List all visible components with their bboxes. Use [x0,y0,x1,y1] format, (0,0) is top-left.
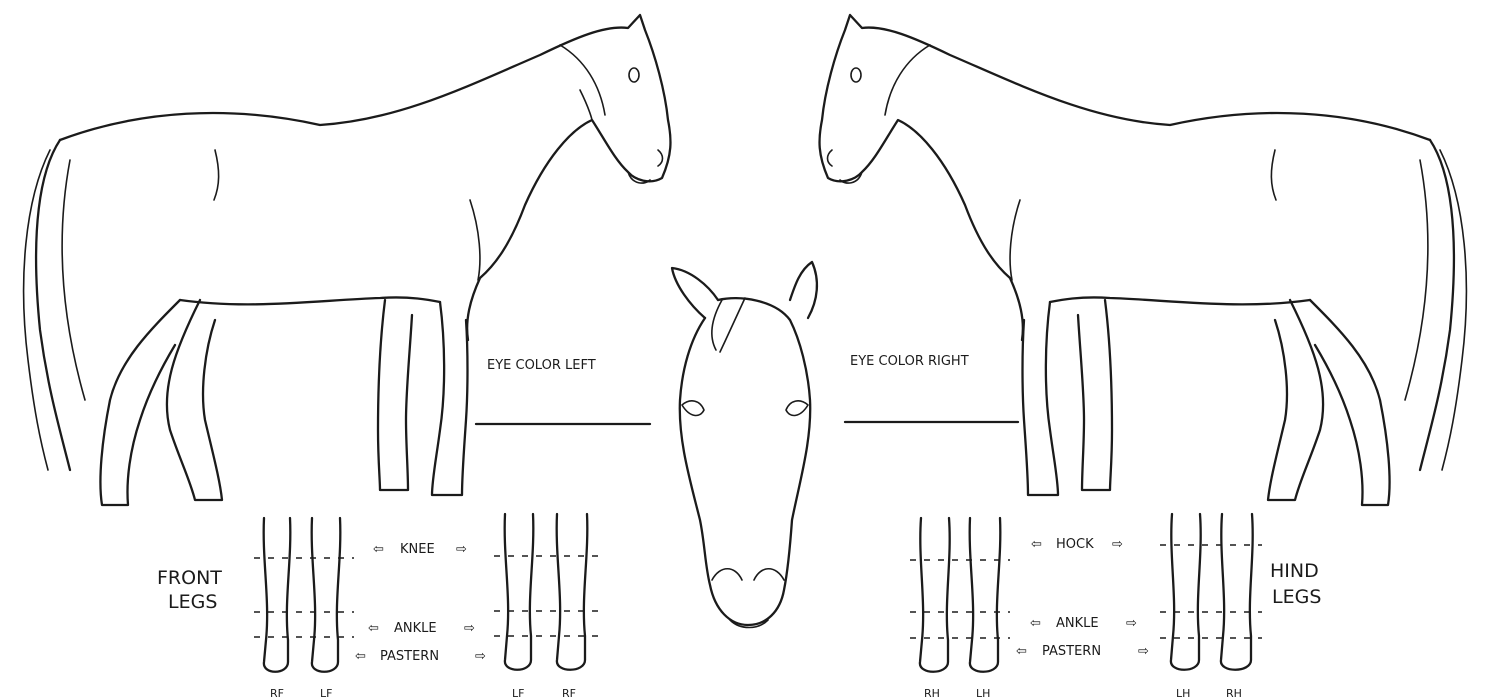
hind-legs-section: HIND LEGS RH LH LH RH ⇦ HOCK ⇨ ⇦ ANKLE ⇨ [910,514,1321,700]
eye-color-right-label: EYE COLOR RIGHT [850,354,969,369]
hind-hock-label: HOCK [1056,537,1094,552]
front-legs-label-line2: LEGS [168,591,217,613]
hind-right-pair-label-1: LH [1176,687,1190,700]
front-leg-pair-right: LF RF [494,514,598,700]
eye-color-left-label: EYE COLOR LEFT [487,358,596,373]
front-pastern-right-arrow: ⇨ [475,649,486,664]
hind-left-pair-label-2: LH [976,687,990,700]
front-knee-left-arrow: ⇦ [373,542,384,557]
hind-leg-pair-right: LH RH [1160,514,1262,700]
front-legs-section: FRONT LEGS RF LF LF RF ⇦ KNEE ⇨ ⇦ ANKLE [157,514,598,700]
hind-pastern-label: PASTERN [1042,644,1101,659]
front-knee-right-arrow: ⇨ [456,542,467,557]
hind-hock-right-arrow: ⇨ [1112,537,1123,552]
horse-left-side-view [24,15,671,505]
hind-ankle-right-arrow: ⇨ [1126,616,1137,631]
hind-left-pair-label-1: RH [924,687,940,700]
horse-right-side-view [820,15,1467,505]
front-legs-label-line1: FRONT [157,567,222,589]
front-knee-label: KNEE [400,542,435,557]
front-pastern-left-arrow: ⇦ [355,649,366,664]
front-ankle-left-arrow: ⇦ [368,621,379,636]
hind-leg-pair-left: RH LH [910,518,1010,700]
front-right-pair-label-2: RF [562,687,576,700]
hind-ankle-left-arrow: ⇦ [1030,616,1041,631]
horse-head-front-view [672,262,817,628]
front-ankle-right-arrow: ⇨ [464,621,475,636]
front-left-pair-label-1: RF [270,687,284,700]
hind-hock-left-arrow: ⇦ [1031,537,1042,552]
front-leg-pair-left: RF LF [254,518,354,700]
front-right-pair-label-1: LF [512,687,524,700]
hind-pastern-right-arrow: ⇨ [1138,644,1149,659]
front-left-pair-label-2: LF [320,687,332,700]
hind-legs-label-line1: HIND [1270,560,1319,582]
hind-ankle-label: ANKLE [1056,616,1099,631]
front-pastern-label: PASTERN [380,649,439,664]
front-ankle-label: ANKLE [394,621,437,636]
hind-right-pair-label-2: RH [1226,687,1242,700]
hind-pastern-left-arrow: ⇦ [1016,644,1027,659]
hind-legs-label-line2: LEGS [1272,586,1321,608]
